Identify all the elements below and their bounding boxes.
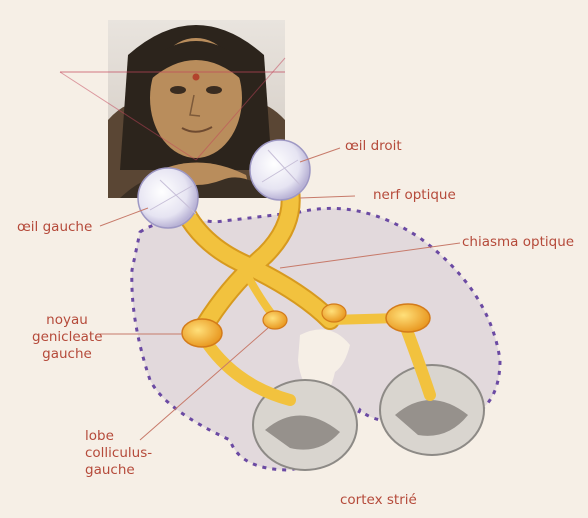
- eye-right-icon: [250, 140, 310, 200]
- label-lobe-line-3: gauche: [85, 462, 152, 479]
- occipital-lobe-right: [380, 365, 484, 455]
- geniculate-nucleus-left: [182, 319, 222, 347]
- label-optic-nerve: nerf optique: [373, 187, 456, 204]
- eye-left-icon: [138, 168, 198, 228]
- label-nucleus-line-3: gauche: [32, 346, 102, 363]
- label-lobe: lobe colliculus- gauche: [85, 428, 152, 479]
- label-chiasma: chiasma optique: [462, 234, 574, 251]
- label-cortex: cortex strié: [340, 492, 417, 509]
- label-lobe-line-2: colliculus-: [85, 445, 152, 462]
- colliculus-right: [322, 304, 346, 322]
- label-nucleus: noyau genicleate gauche: [32, 312, 102, 363]
- geniculate-nucleus-right: [386, 304, 430, 332]
- label-eye-left: œil gauche: [17, 219, 92, 236]
- label-nucleus-line-1: noyau: [32, 312, 102, 329]
- label-lobe-line-1: lobe: [85, 428, 152, 445]
- label-nucleus-line-2: genicleate: [32, 329, 102, 346]
- colliculus-left: [263, 311, 287, 329]
- label-eye-right: œil droit: [345, 138, 402, 155]
